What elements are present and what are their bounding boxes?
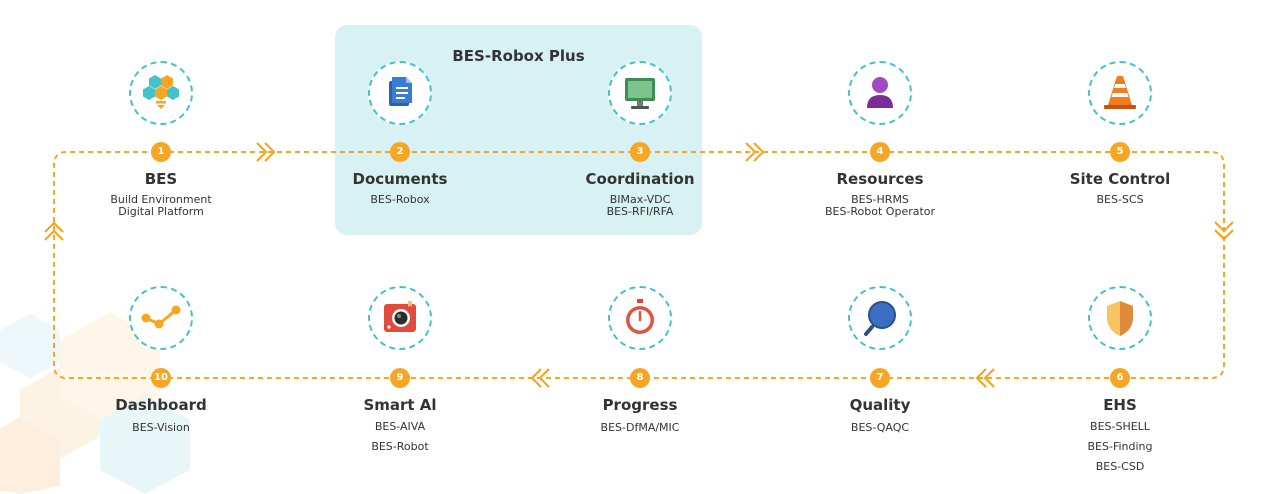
step-2-number: 2 (390, 142, 410, 162)
step-10-icon-ring (129, 286, 193, 350)
group-title: BES-Robox Plus (452, 47, 585, 65)
step-2-line-1: BES-Robox (370, 193, 430, 206)
step-2-title: Documents (352, 170, 448, 188)
step-4-title: Resources (836, 170, 924, 188)
step-8-icon-ring (608, 286, 672, 350)
step-6-icon-ring (1088, 286, 1152, 350)
chevron-up-icon (44, 221, 64, 241)
person-icon (867, 77, 893, 108)
step-10-title: Dashboard (115, 396, 207, 414)
step-5-line-1: BES-SCS (1096, 193, 1144, 206)
step-3-icon-ring (608, 61, 672, 125)
shield-icon (1107, 301, 1133, 336)
step-4-line-1: BES-HRMS (851, 193, 909, 206)
step-4-number: 4 (870, 142, 890, 162)
step-5-icon-ring (1088, 61, 1152, 125)
step-1-line-2: Digital Platform (118, 205, 204, 218)
step-4-line-2: BES-Robot Operator (824, 205, 936, 218)
chevron-right-icon (745, 142, 765, 162)
monitor-icon (625, 78, 655, 109)
step-5-title: Site Control (1069, 170, 1171, 188)
step-6-line-2: BES-Finding (1087, 440, 1153, 453)
step-6-number: 6 (1110, 368, 1130, 388)
chevron-right-icon (256, 142, 276, 162)
step-3-title: Coordination (585, 170, 695, 188)
chevron-left-icon (975, 368, 995, 388)
step-3-number: 3 (630, 142, 650, 162)
step-10-number: 10 (151, 368, 171, 388)
step-5-number: 5 (1110, 142, 1130, 162)
step-9-line-1: BES-AIVA (374, 420, 426, 433)
chevron-down-icon (1214, 221, 1234, 241)
step-9-line-2: BES-Robot (371, 440, 429, 453)
hexagon-cluster-icon (143, 75, 179, 109)
step-8-number: 8 (630, 368, 650, 388)
traffic-cone-icon (1104, 76, 1136, 109)
step-1-icon-ring (129, 61, 193, 125)
step-7-line-1: BES-QAQC (850, 421, 910, 434)
step-6-line-1: BES-SHELL (1090, 420, 1150, 433)
step-7-icon-ring (848, 286, 912, 350)
step-6-line-3: BES-CSD (1095, 460, 1145, 473)
step-1-title: BES (144, 170, 178, 188)
stopwatch-icon (626, 299, 654, 334)
step-9-icon-ring (368, 286, 432, 350)
step-1-line-1: Build Environment (110, 193, 212, 206)
line-chart-icon (141, 305, 181, 329)
step-10-line-1: BES-Vision (132, 421, 190, 434)
step-3-line-1: BIMax-VDC (609, 193, 671, 206)
camera-icon (384, 301, 416, 332)
step-8-title: Progress (602, 396, 678, 414)
step-7-title: Quality (849, 396, 911, 414)
step-9-title: Smart Al (363, 396, 437, 414)
step-6-title: EHS (1103, 396, 1137, 414)
step-8-line-1: BES-DfMA/MIC (600, 421, 680, 434)
step-3-line-2: BES-RFI/RFA (606, 205, 674, 218)
magnifier-icon (864, 301, 896, 336)
step-2-icon-ring (368, 61, 432, 125)
step-4-icon-ring (848, 61, 912, 125)
documents-icon (389, 77, 412, 106)
step-7-number: 7 (870, 368, 890, 388)
step-9-number: 9 (390, 368, 410, 388)
step-1-number: 1 (151, 142, 171, 162)
robox-plus-group (335, 25, 702, 235)
chevron-left-icon (530, 368, 550, 388)
